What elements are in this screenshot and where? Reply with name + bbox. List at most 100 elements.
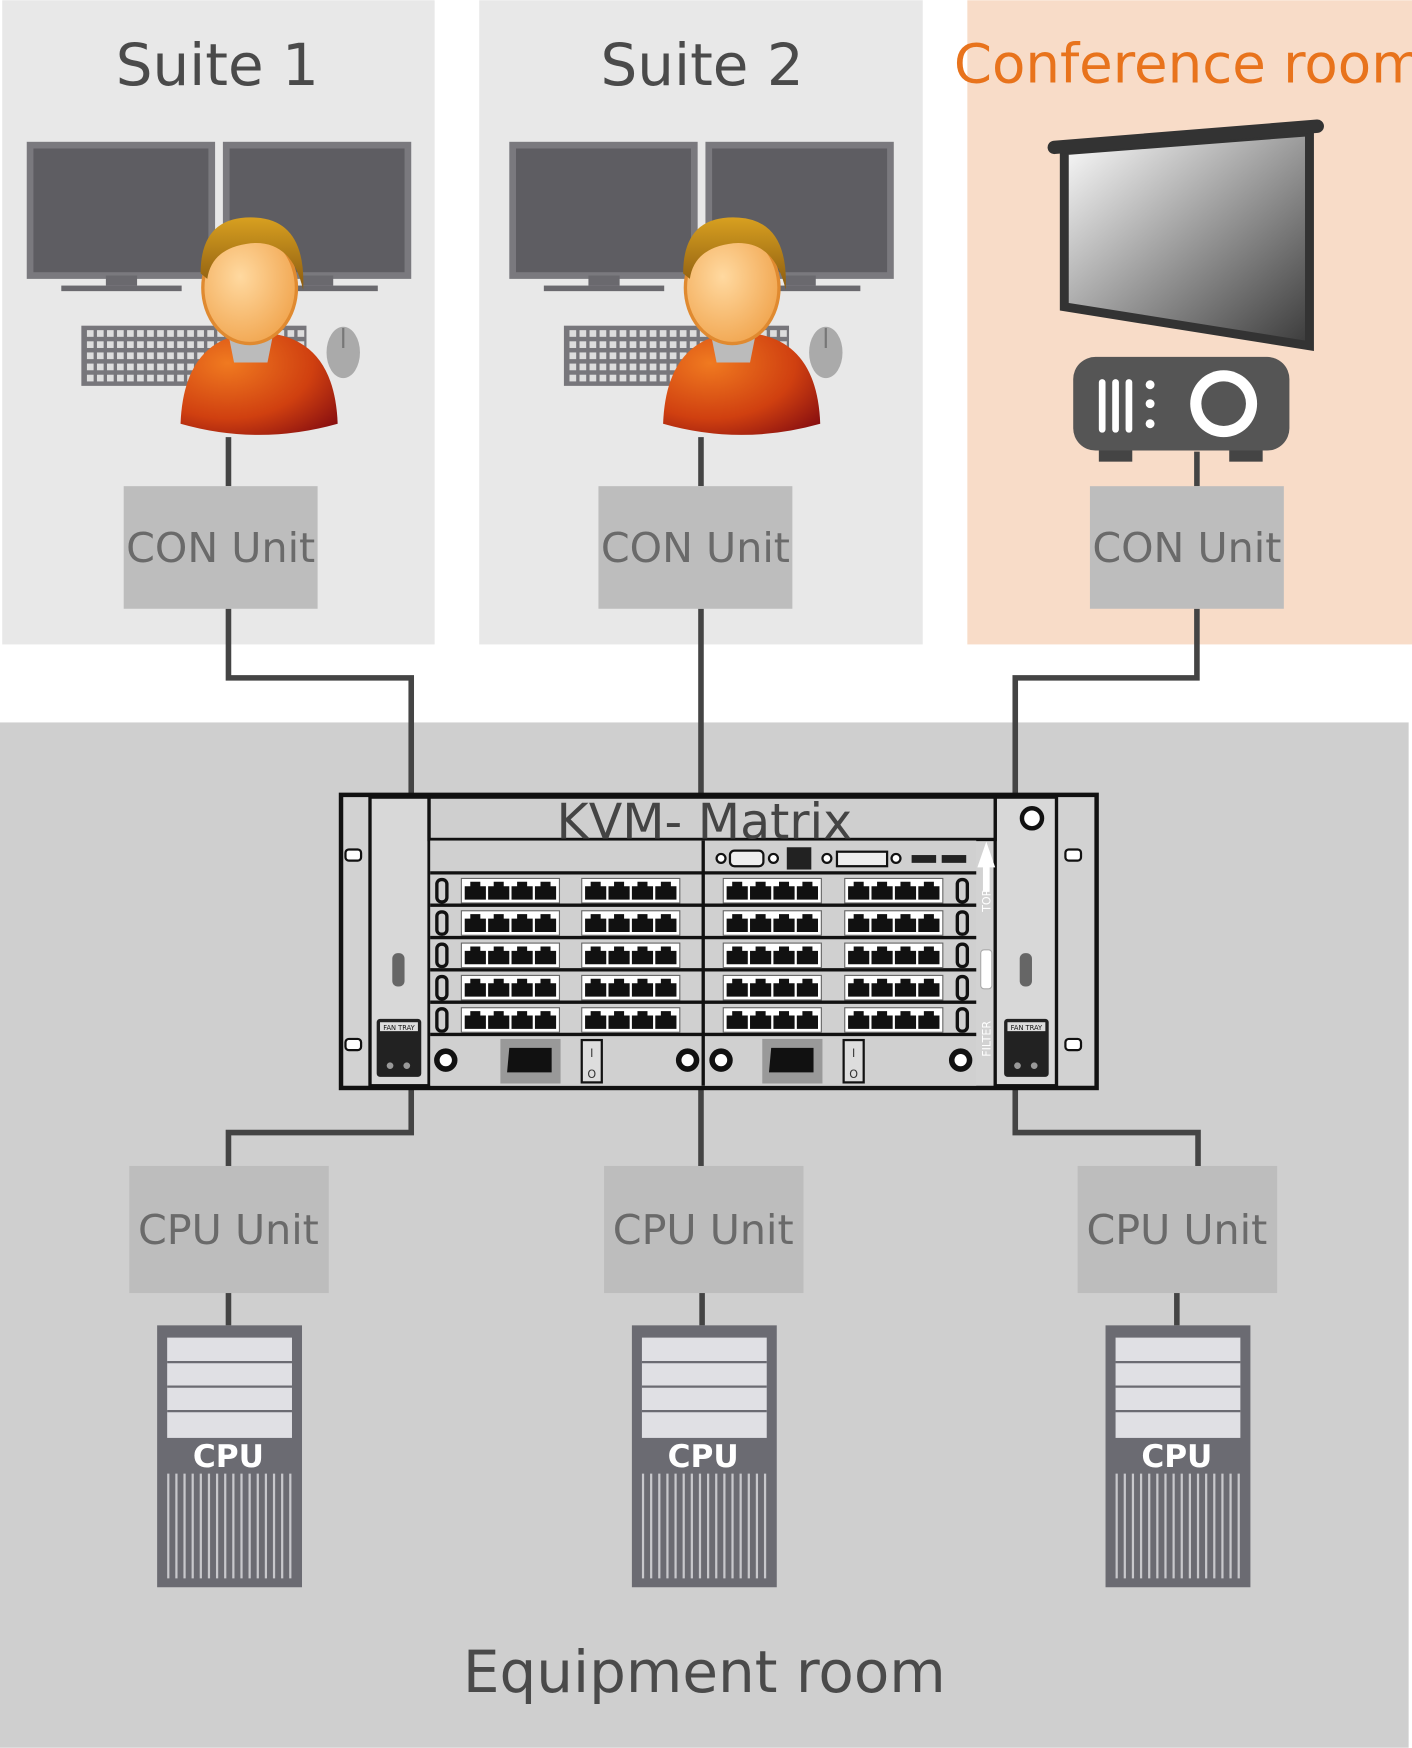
workstation-suite1: [26, 141, 412, 435]
serial-port: [728, 849, 765, 868]
rj45-port: [534, 881, 557, 900]
rj45-port: [796, 946, 819, 965]
rj45-port: [894, 978, 917, 997]
cpu-unit-3: CPU Unit: [1077, 1165, 1278, 1294]
top-label: TOP: [981, 889, 994, 913]
rj45-port: [585, 946, 607, 965]
svg-text:CPU Unit: CPU Unit: [613, 1206, 794, 1254]
rj45-port: [608, 1011, 630, 1029]
rj45-port: [511, 946, 533, 965]
svg-text:I: I: [590, 1047, 593, 1060]
rj45-port: [726, 914, 748, 932]
rj45-port: [726, 978, 748, 997]
rj45-port: [871, 1011, 893, 1029]
svg-text:CPU Unit: CPU Unit: [1086, 1206, 1267, 1254]
rj45-port: [511, 914, 533, 932]
svg-text:O: O: [849, 1068, 858, 1081]
con-unit-suite1: CON Unit: [123, 486, 318, 609]
filter-label: FILTER: [981, 1021, 994, 1057]
screw: [709, 1048, 733, 1072]
rj45-port: [488, 1011, 510, 1029]
rj45-port: [655, 1011, 677, 1029]
power-socket: [507, 1047, 552, 1073]
mount-hole: [344, 1037, 363, 1052]
fan-tray-left: FAN TRAY: [376, 1018, 422, 1077]
mount-hole: [1064, 1037, 1083, 1052]
rj45-port: [796, 881, 819, 900]
rj45-port: [773, 1011, 795, 1029]
rj45-port: [796, 914, 819, 932]
screw: [1019, 806, 1045, 831]
monitor-icon: [26, 141, 216, 279]
rj45-port: [773, 881, 795, 900]
cpu-tower-3: [1105, 1325, 1251, 1588]
svg-text:CON Unit: CON Unit: [126, 524, 315, 572]
rj45-port: [488, 978, 510, 997]
svg-text:I: I: [852, 1047, 855, 1060]
svg-text:CPU Unit: CPU Unit: [138, 1206, 319, 1254]
rj45-port: [894, 1011, 917, 1029]
screw: [434, 1048, 458, 1072]
rj45-port: [750, 978, 772, 997]
rj45-port: [871, 881, 893, 900]
rj45-port: [773, 978, 795, 997]
svg-text:FAN TRAY: FAN TRAY: [383, 1024, 415, 1032]
rj45-port: [750, 914, 772, 932]
rj45-port: [894, 946, 917, 965]
cpu-tower-2: [631, 1325, 777, 1588]
cpu-label-1: CPU: [193, 1439, 264, 1475]
mount-hole: [344, 848, 363, 862]
rj45-port: [488, 914, 510, 932]
rj45-port: [894, 881, 917, 900]
cpu-unit-2: CPU Unit: [604, 1165, 804, 1294]
wires: [225, 437, 1201, 1326]
rj45-port: [608, 978, 630, 997]
rj45-port: [631, 978, 654, 997]
rj45-port: [773, 946, 795, 965]
rj45-port: [464, 1011, 486, 1029]
projector-icon: [1073, 356, 1290, 462]
rj45-port: [918, 914, 940, 932]
rj45-port: [585, 914, 607, 932]
person-icon: [663, 217, 821, 435]
rj45-port: [871, 946, 893, 965]
kvm-matrix: KVM- Matrix TOP FILTER FAN TRAY FAN TRAY…: [338, 792, 1099, 1091]
svg-text:CON Unit: CON Unit: [1092, 524, 1281, 572]
power-switch-right: I O: [842, 1038, 865, 1084]
rj45-port: [848, 914, 870, 932]
rj45-port: [585, 978, 607, 997]
fan-tray-right: FAN TRAY: [1004, 1018, 1049, 1077]
rj45-port: [511, 1011, 533, 1029]
svg-text:CON Unit: CON Unit: [601, 524, 790, 572]
rj45-port: [848, 1011, 870, 1029]
rj45-port: [464, 978, 486, 997]
rj45-port: [585, 1011, 607, 1029]
rj45-port: [534, 1011, 557, 1029]
rj45-port: [750, 881, 772, 900]
rj45-port: [848, 978, 870, 997]
rj45-port: [534, 914, 557, 932]
rj45-port: [534, 946, 557, 965]
rj45-port: [871, 978, 893, 997]
rj45-port: [464, 946, 486, 965]
rj45-port: [585, 881, 607, 900]
svg-text:FAN TRAY: FAN TRAY: [1011, 1024, 1043, 1032]
rj45-port: [631, 881, 654, 900]
rj45-port: [796, 1011, 819, 1029]
suite1-title: Suite 1: [116, 31, 319, 99]
rj45-port: [631, 914, 654, 932]
rj45-port: [488, 946, 510, 965]
rj45-port: [918, 978, 940, 997]
power-socket: [768, 1047, 814, 1073]
rj45-port: [655, 914, 677, 932]
rj45-port: [608, 946, 630, 965]
rj45-port: [464, 881, 486, 900]
dvi-port: [835, 850, 889, 868]
rj45-port: [773, 914, 795, 932]
rj45-port: [608, 914, 630, 932]
projection-screen: [1047, 119, 1324, 351]
con-unit-conference: CON Unit: [1089, 486, 1284, 609]
workstation-suite2: [509, 141, 894, 435]
rj45-port: [871, 914, 893, 932]
